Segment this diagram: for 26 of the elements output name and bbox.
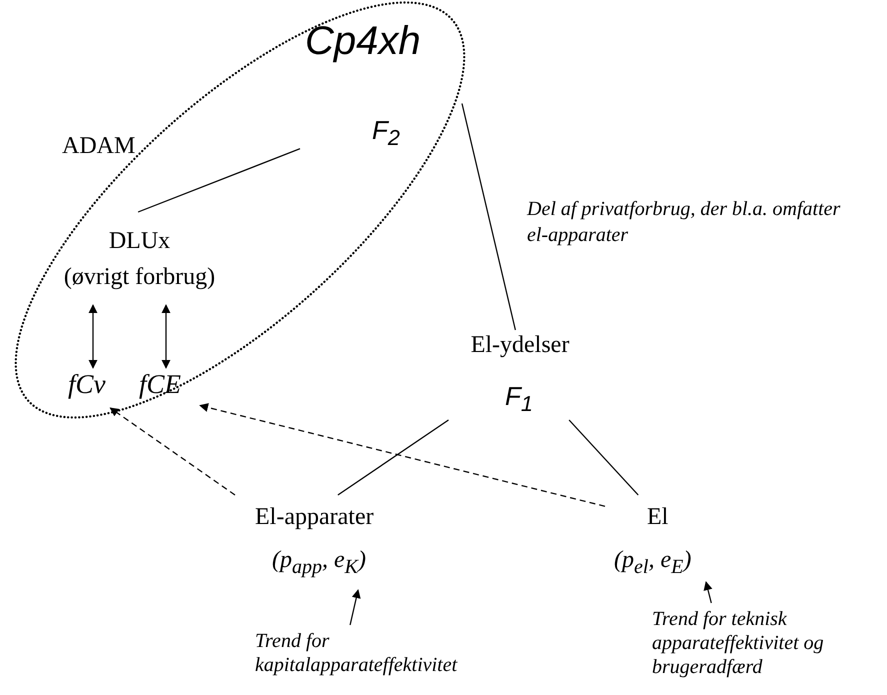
- function-label: F$_{1}$: [505, 382, 533, 418]
- arrow: [88, 304, 98, 369]
- variable-label: fCv: [68, 369, 106, 400]
- connector-line: [568, 420, 639, 496]
- connector-line: [338, 420, 449, 496]
- arrow: [704, 581, 712, 604]
- arrow: [350, 589, 361, 626]
- annotation-text: Trend for teknisk apparateffektivitet og brugeradfærd: [652, 607, 825, 679]
- annotation-text: Trend for kapitalapparateffektivitet: [255, 629, 458, 677]
- arrow: [110, 407, 236, 496]
- arrow: [162, 304, 170, 369]
- annotation-text: Del af privatforbrug, der bl.a. omfatter el-apparater: [527, 197, 842, 248]
- node-label: El: [647, 504, 668, 532]
- node-label: El-ydelser: [470, 332, 570, 360]
- arrow: [199, 403, 606, 507]
- node-label: DLUx: [108, 228, 172, 256]
- parameter-label: (p$_{el}$, e$_{E}$): [614, 547, 692, 579]
- variable-label: Cp4xh: [305, 18, 421, 64]
- function-label: F$_{2}$: [372, 116, 400, 152]
- node-label: El-apparater: [255, 504, 374, 532]
- connector-line: [461, 103, 516, 330]
- variable-label: fCE: [139, 369, 182, 400]
- parameter-label: (p$_{app}$, e$_{K}$): [272, 547, 366, 579]
- connector-line: [138, 148, 300, 213]
- region-label: ADAM: [62, 133, 136, 161]
- node-label: (øvrigt forbrug): [62, 264, 216, 292]
